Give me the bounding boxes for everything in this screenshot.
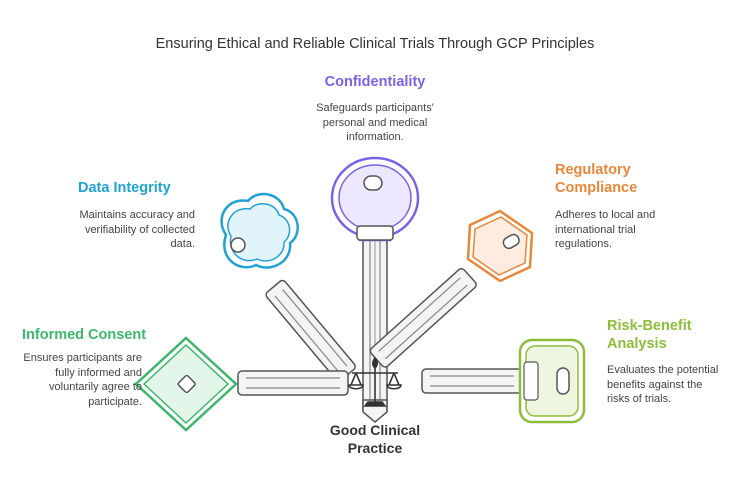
informed-consent-description: Ensures participants are fully informed … [23,352,142,408]
diagram-title: Ensuring Ethical and Reliable Clinical T… [155,36,595,52]
data-integrity-title: Data Integrity [78,180,171,196]
confidentiality-title: Confidentiality [324,74,426,90]
data-integrity-key-icon [220,192,356,382]
data-integrity-description: Maintains accuracy and verifiability of … [79,209,195,250]
informed-consent-key-icon [134,336,349,432]
confidentiality-description: Safeguards participants' personal and me… [316,102,434,143]
risk-benefit-description: Evaluates the potential benefits against… [607,364,719,405]
risk-benefit-title: Risk-Benefit Analysis [607,318,692,352]
regulatory-compliance-description: Adheres to local and international trial… [555,209,656,250]
informed-consent-title: Informed Consent [22,327,147,343]
confidentiality-key-icon [330,156,420,423]
regulatory-compliance-title: Regulatory Compliance [555,162,638,196]
center-label-line1: Good Clinical [329,422,421,438]
center-label: Good Clinical Practice [300,421,450,457]
risk-benefit-key-icon [421,338,586,424]
scales-of-justice-icon [348,356,402,407]
center-label-line2: Practice [347,440,403,456]
